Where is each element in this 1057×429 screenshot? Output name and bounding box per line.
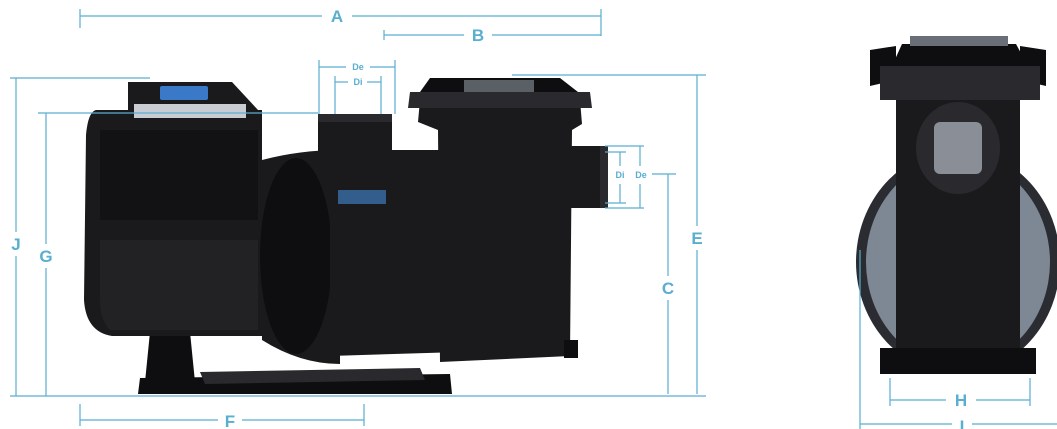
pump-side-view — [84, 78, 608, 394]
label-de-top: De — [352, 62, 364, 72]
label-a: A — [331, 7, 343, 26]
label-e: E — [691, 229, 702, 248]
control-panel-display — [160, 86, 208, 100]
label-di-side: Di — [616, 170, 625, 180]
label-de-side: De — [635, 170, 647, 180]
label-c: C — [662, 279, 674, 298]
label-g: G — [39, 247, 52, 266]
pump-front-view — [856, 36, 1057, 374]
label-j: J — [11, 235, 20, 254]
label-i: I — [960, 417, 965, 429]
label-f: F — [225, 412, 235, 429]
label-h: H — [955, 391, 967, 410]
dimension-lines — [10, 9, 1057, 429]
label-b: B — [472, 26, 484, 45]
label-di-top: Di — [354, 77, 363, 87]
dimension-labels: A B De Di Di De C E F G J H I — [11, 7, 967, 429]
